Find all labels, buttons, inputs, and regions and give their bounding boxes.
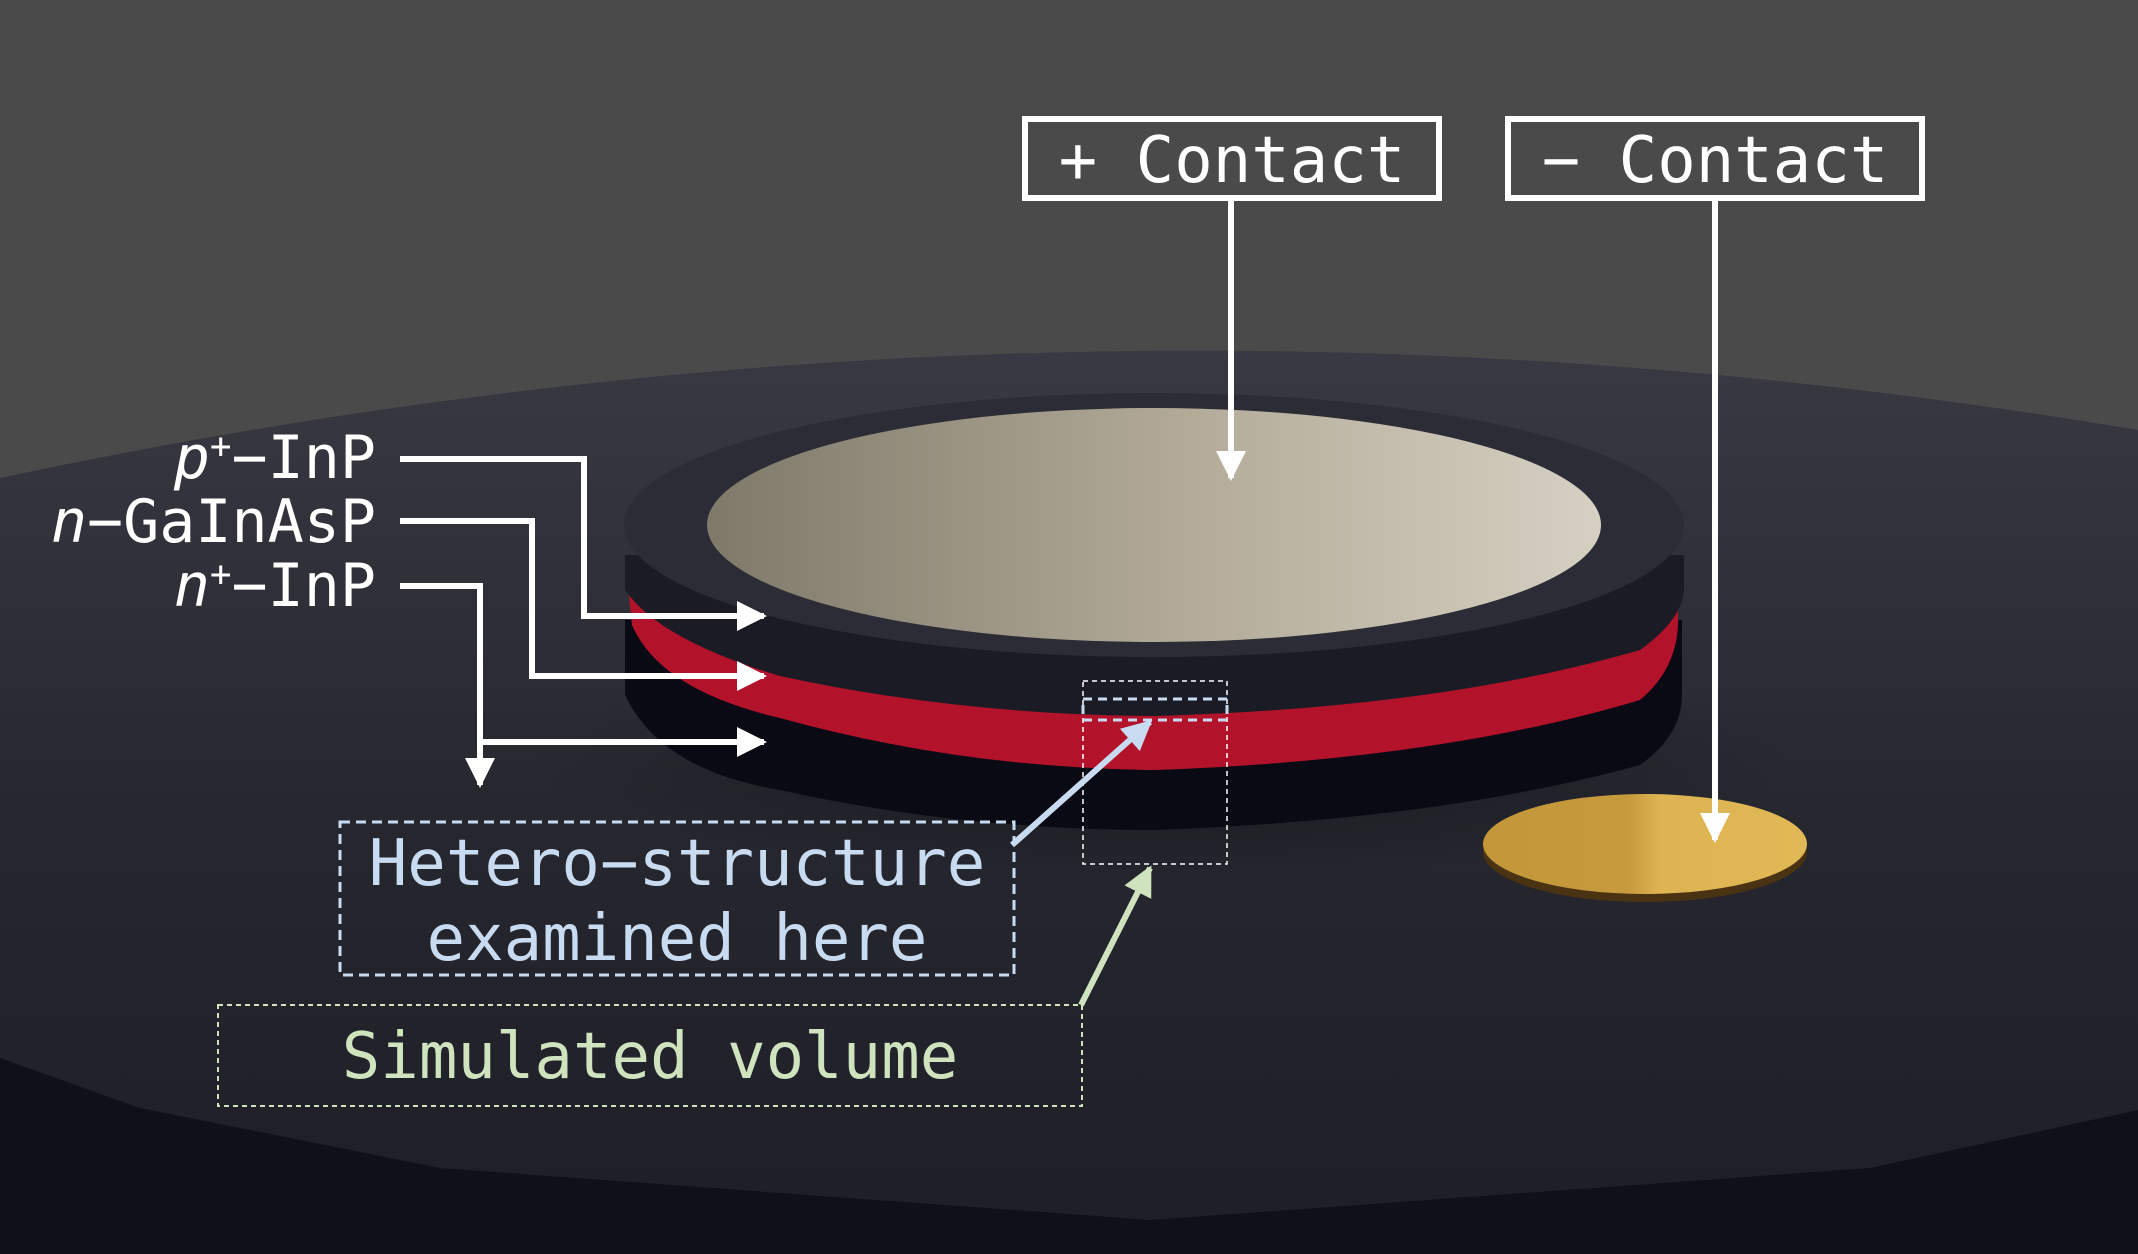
plus-contact-text: + Contact bbox=[1059, 124, 1406, 198]
simulated-volume-box bbox=[1082, 680, 1228, 865]
simulated-volume-callout-box bbox=[217, 1004, 1083, 1107]
hetero-structure-line1: Hetero−structure bbox=[369, 827, 986, 901]
layer-arrow-p-inp bbox=[400, 456, 767, 631]
hetero-structure-line2: examined here bbox=[427, 902, 928, 976]
minus-contact-label: − Contact bbox=[1505, 116, 1925, 201]
layer-arrow-nplus-down bbox=[400, 583, 495, 788]
mesa bbox=[624, 393, 1684, 830]
hetero-structure-arrow bbox=[1010, 719, 1153, 848]
plus-contact-label: + Contact bbox=[1022, 116, 1442, 201]
simulated-volume-callout: Simulated volume bbox=[217, 1004, 1083, 1107]
top-contact bbox=[707, 408, 1601, 642]
bottom-contact-surface bbox=[1483, 794, 1807, 894]
hetero-structure-callout: Hetero−structure examined here bbox=[338, 820, 1016, 977]
hetero-structure-callout-box bbox=[338, 820, 1016, 977]
hetero-structure-box bbox=[1081, 697, 1229, 722]
bottom-contact bbox=[1483, 794, 1807, 902]
simulated-volume-arrow bbox=[1078, 865, 1153, 1007]
platform-edge bbox=[0, 1058, 2138, 1254]
layer-label-n-gainasp: n−GaInAsP bbox=[51, 487, 376, 557]
layer-arrow-n-gainasp bbox=[400, 518, 767, 691]
layer-label-nplus-inp: n+−InP bbox=[174, 551, 376, 621]
minus-contact-text: − Contact bbox=[1542, 124, 1889, 198]
simulated-volume-text: Simulated volume bbox=[342, 1020, 959, 1094]
layer-label-p-inp: p+−InP bbox=[173, 423, 376, 493]
